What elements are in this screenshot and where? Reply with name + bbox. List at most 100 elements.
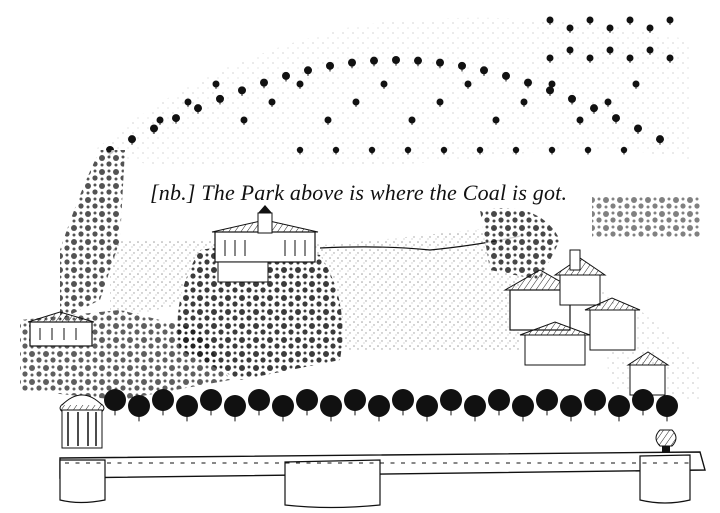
tree: [520, 98, 528, 107]
rotunda-temple: [59, 394, 105, 449]
tree: [408, 116, 416, 125]
tree: [296, 146, 304, 155]
tree: [248, 389, 270, 416]
tree: [566, 46, 574, 55]
tree: [436, 58, 444, 69]
tree: [332, 146, 340, 155]
tree: [260, 78, 268, 89]
tree: [586, 54, 594, 63]
tree: [184, 98, 192, 107]
tree: [440, 389, 462, 416]
upper-park: [95, 16, 690, 167]
tree: [104, 389, 126, 416]
tree: [620, 146, 628, 155]
engraving-caption: [nb.] The Park above is where the Coal i…: [150, 180, 568, 205]
tree: [656, 395, 678, 422]
tree: [440, 146, 448, 155]
orchard-right: [592, 195, 700, 237]
tree: [646, 24, 654, 33]
tree: [344, 389, 366, 416]
tree: [194, 104, 202, 114]
garden-urn: [655, 429, 677, 452]
tree: [656, 135, 664, 145]
tree: [200, 389, 222, 416]
left-tree-belt: [60, 150, 125, 320]
tree: [436, 98, 444, 107]
tree: [414, 56, 422, 67]
tree: [646, 46, 654, 55]
tree: [632, 389, 654, 416]
tree: [548, 80, 556, 89]
tree: [606, 46, 614, 55]
tree: [128, 395, 150, 422]
tree: [488, 389, 510, 416]
tree: [238, 86, 246, 96]
tree: [404, 146, 412, 155]
tree: [524, 78, 532, 89]
tree: [476, 146, 484, 155]
upper-park-trees: [106, 16, 674, 156]
tree: [458, 61, 466, 72]
tree: [272, 395, 294, 422]
tree: [416, 395, 438, 422]
tree: [546, 16, 554, 25]
tree: [296, 80, 304, 89]
tree: [584, 146, 592, 155]
tree: [632, 80, 640, 89]
tree: [560, 395, 582, 422]
tree: [282, 71, 290, 82]
tree: [128, 135, 136, 145]
tree: [626, 16, 634, 25]
tree: [216, 94, 224, 105]
tree: [324, 116, 332, 125]
tree: [566, 24, 574, 33]
tree: [152, 389, 174, 416]
tree: [156, 116, 164, 125]
tree: [568, 94, 576, 105]
tree: [212, 80, 220, 89]
tree: [268, 98, 276, 107]
tree: [370, 56, 378, 67]
tree: [586, 16, 594, 25]
tree: [584, 389, 606, 416]
tree: [392, 389, 414, 416]
tree: [176, 395, 198, 422]
tree: [172, 114, 180, 124]
great-house-complex: [503, 249, 670, 396]
left-house: [27, 311, 95, 347]
tree: [512, 146, 520, 155]
tree: [352, 98, 360, 107]
tree: [464, 395, 486, 422]
tree: [326, 61, 334, 72]
tree: [368, 395, 390, 422]
garden-wall: [59, 451, 706, 509]
tree: [348, 58, 356, 69]
tree: [368, 146, 376, 155]
tree: [626, 54, 634, 63]
tree: [296, 389, 318, 416]
tree: [480, 66, 488, 76]
tree: [548, 146, 556, 155]
tree: [240, 116, 248, 125]
tree: [150, 124, 158, 135]
main-house: [211, 205, 319, 283]
tree: [590, 104, 598, 114]
tree: [492, 116, 500, 125]
tree: [380, 80, 388, 89]
tree: [604, 98, 612, 107]
tree: [502, 71, 510, 82]
tree: [666, 16, 674, 25]
tree: [606, 24, 614, 33]
tree: [536, 389, 558, 416]
tree: [464, 80, 472, 89]
tree: [512, 395, 534, 422]
tree: [224, 395, 246, 422]
tree: [546, 54, 554, 63]
tree: [392, 56, 400, 66]
tree: [612, 114, 620, 124]
tree: [666, 54, 674, 63]
tree: [576, 116, 584, 125]
tree: [634, 124, 642, 135]
tree: [608, 395, 630, 422]
